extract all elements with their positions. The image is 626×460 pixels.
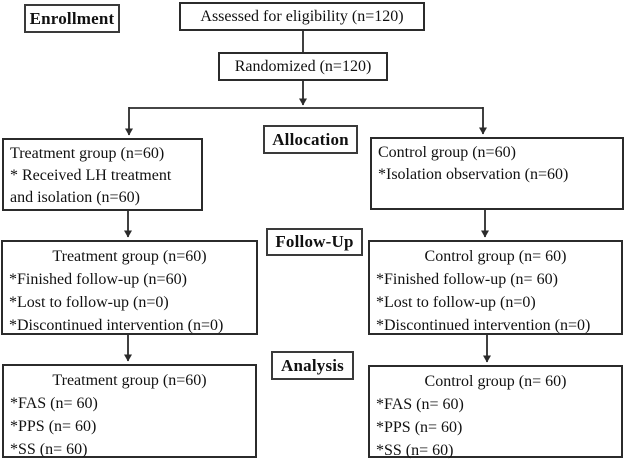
treatment-analysis-line: *PPS (n= 60) — [10, 418, 97, 435]
stage-label-allocation: Allocation — [263, 125, 358, 154]
treatment-allocation-box: Treatment group (n=60) * Received LH tre… — [2, 138, 203, 211]
treatment-analysis-line: *SS (n= 60) — [10, 441, 88, 458]
control-analysis-box: Control group (n= 60) *FAS (n= 60) *PPS … — [368, 365, 623, 459]
treatment-followup-line: *Lost to follow-up (n=0) — [9, 294, 169, 311]
treatment-allocation-line: * Received LH treatment — [10, 167, 172, 184]
stage-label-analysis: Analysis — [271, 351, 354, 380]
control-allocation-line: Control group (n=60) — [378, 144, 516, 161]
control-analysis-line: *SS (n= 60) — [376, 442, 454, 459]
control-allocation-line: *Isolation observation (n=60) — [378, 166, 569, 183]
control-analysis-line: *FAS (n= 60) — [376, 396, 464, 413]
stage-label-followup: Follow-Up — [266, 228, 363, 256]
treatment-allocation-line: and isolation (n=60) — [10, 189, 140, 206]
treatment-analysis-box: Treatment group (n=60) *FAS (n= 60) *PPS… — [2, 364, 257, 458]
control-allocation-box: Control group (n=60) *Isolation observat… — [370, 137, 624, 210]
stage-label-enrollment: Enrollment — [24, 4, 120, 33]
randomized-box: Randomized (n=120) — [218, 52, 388, 81]
control-followup-box: Control group (n= 60) *Finished follow-u… — [368, 240, 623, 335]
treatment-followup-line: *Finished follow-up (n=60) — [9, 271, 187, 288]
control-analysis-title: Control group (n= 60) — [424, 373, 567, 390]
control-followup-line: *Finished follow-up (n= 60) — [376, 271, 558, 288]
assessed-eligibility-box: Assessed for eligibility (n=120) — [179, 2, 425, 31]
control-followup-title: Control group (n= 60) — [424, 248, 567, 265]
treatment-analysis-title: Treatment group (n=60) — [52, 372, 207, 389]
control-followup-line: *Discontinued intervention (n=0) — [376, 317, 591, 334]
control-analysis-line: *PPS (n= 60) — [376, 419, 463, 436]
treatment-analysis-line: *FAS (n= 60) — [10, 395, 98, 412]
treatment-followup-box: Treatment group (n=60) *Finished follow-… — [1, 240, 258, 335]
control-followup-line: *Lost to follow-up (n=0) — [376, 294, 536, 311]
treatment-followup-title: Treatment group (n=60) — [52, 248, 207, 265]
treatment-followup-line: *Discontinued intervention (n=0) — [9, 317, 224, 334]
treatment-allocation-line: Treatment group (n=60) — [10, 145, 165, 162]
